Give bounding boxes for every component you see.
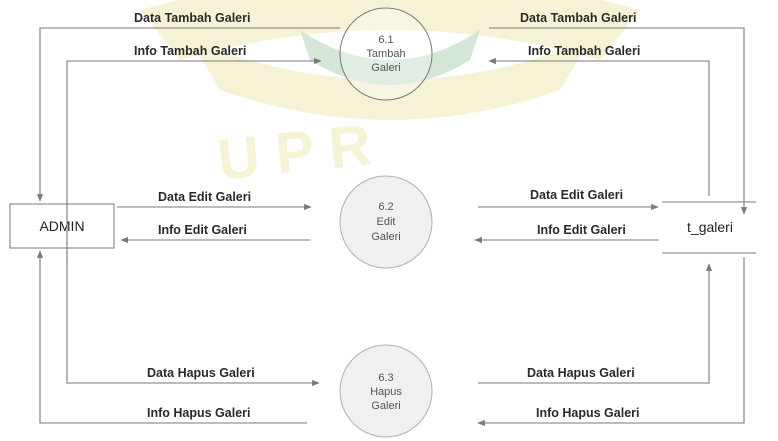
label-data-hapus-store: Data Hapus Galeri [527,366,635,380]
label-data-tambah-store: Data Tambah Galeri [520,11,636,25]
process-number: 6.3 [378,372,393,384]
watermark-logo: U P R [140,0,640,193]
flow-info-tambah-admin [66,57,322,259]
label-info-edit-store: Info Edit Galeri [537,223,626,237]
store-label: t_galeri [687,219,733,235]
label-info-edit-admin: Info Edit Galeri [158,223,247,237]
process-circle [339,344,433,438]
label-data-edit-admin: Data Edit Galeri [158,190,251,204]
process-name-line1: Edit [377,216,396,228]
admin-entity-label: ADMIN [39,218,84,234]
process-name-line2: Galeri [371,231,400,243]
process-name-line2: Galeri [371,62,400,74]
process-6-2: 6.2 Edit Galeri [339,175,433,269]
process-number: 6.2 [378,201,393,213]
process-name-line1: Tambah [366,48,405,60]
process-6-3: 6.3 Hapus Galeri [339,344,433,438]
process-circle [339,175,433,269]
process-circle [339,7,433,101]
process-number: 6.1 [378,34,393,46]
label-data-edit-store: Data Edit Galeri [530,188,623,202]
process-6-1: 6.1 Tambah Galeri [339,7,433,101]
label-info-tambah-admin: Info Tambah Galeri [134,44,246,58]
flow-info-hapus-admin [36,250,307,424]
label-data-hapus-admin: Data Hapus Galeri [147,366,255,380]
process-name-line2: Galeri [371,400,400,412]
process-name-line1: Hapus [370,386,402,398]
watermark-letters: U P R [215,112,375,193]
admin-entity-box [9,203,115,249]
flow-data-tambah-store [489,27,748,215]
label-info-hapus-store: Info Hapus Galeri [536,406,640,420]
flow-data-hapus-admin [66,250,320,387]
flow-data-tambah-admin [36,27,340,202]
label-info-hapus-admin: Info Hapus Galeri [147,406,251,420]
flow-data-hapus-store [478,263,713,384]
label-info-tambah-store: Info Tambah Galeri [528,44,640,58]
label-data-tambah-admin: Data Tambah Galeri [134,11,250,25]
flow-info-tambah-store [488,57,710,196]
flow-info-hapus-store [477,257,745,427]
